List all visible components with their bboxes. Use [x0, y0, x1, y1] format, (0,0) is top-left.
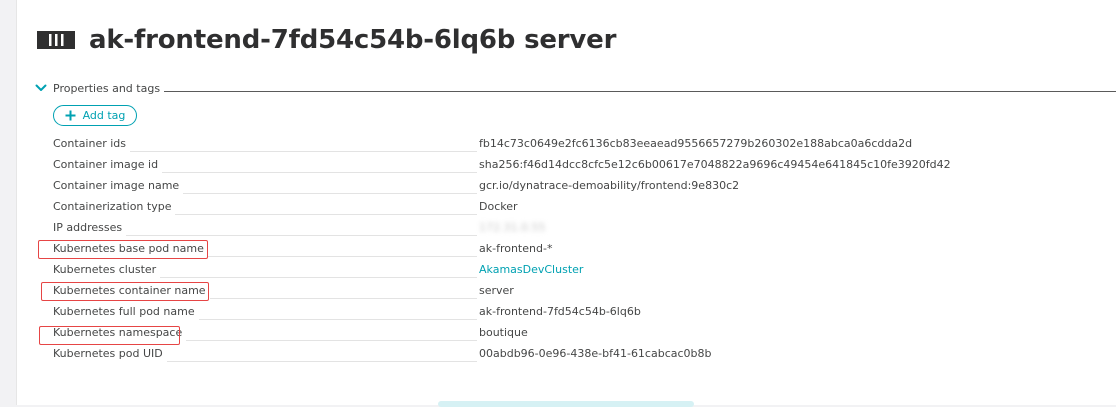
property-row-ip-addresses: IP addresses 172.31.0.55: [53, 218, 1113, 239]
row-divider: [207, 256, 477, 257]
kubernetes-cluster-link[interactable]: AkamasDevCluster: [479, 263, 584, 276]
add-tag-button[interactable]: Add tag: [53, 105, 137, 126]
row-divider: [126, 235, 477, 236]
row-divider: [209, 298, 477, 299]
row-divider: [183, 193, 477, 194]
property-key-cell: Kubernetes container name: [53, 284, 477, 300]
row-divider: [186, 340, 477, 341]
property-key: Kubernetes base pod name: [53, 242, 204, 255]
property-key-cell: Container image name: [53, 179, 477, 195]
property-key: Kubernetes pod UID: [53, 347, 163, 360]
property-value: gcr.io/dynatrace-demoability/frontend:9e…: [479, 179, 740, 192]
property-key-cell: Kubernetes pod UID: [53, 347, 477, 363]
details-card: ak-frontend-7fd54c54b-6lq6b server Prope…: [16, 0, 1116, 405]
property-row-container-image-id: Container image id sha256:f46d14dcc8cfc5…: [53, 155, 1113, 176]
section-title: Properties and tags: [53, 81, 161, 95]
property-key: Kubernetes cluster: [53, 263, 157, 276]
property-row-kubernetes-container-name: Kubernetes container name server: [53, 281, 1113, 302]
property-value: server: [479, 284, 514, 297]
property-value: boutique: [479, 326, 528, 339]
property-value: ak-frontend-7fd54c54b-6lq6b: [479, 305, 641, 318]
property-key-cell: Kubernetes base pod name: [53, 242, 477, 258]
property-value: 00abdb96-0e96-438e-bf41-61cabcac0b8b: [479, 347, 712, 360]
property-key-cell: IP addresses: [53, 221, 477, 237]
row-divider: [162, 172, 477, 173]
server-icon: [37, 31, 75, 49]
row-divider: [160, 277, 477, 278]
property-key: Containerization type: [53, 200, 172, 213]
property-row-kubernetes-pod-uid: Kubernetes pod UID 00abdb96-0e96-438e-bf…: [53, 344, 1113, 365]
chevron-down-icon: [35, 84, 47, 91]
property-row-container-ids: Container ids fb14c73c0649e2fc6136cb83ee…: [53, 134, 1113, 155]
property-value: ak-frontend-*: [479, 242, 553, 255]
section-divider: [164, 90, 1116, 92]
property-key: Container image name: [53, 179, 180, 192]
plus-icon: [65, 110, 76, 121]
properties-section-toggle[interactable]: Properties and tags: [35, 80, 1116, 96]
property-row-kubernetes-namespace: Kubernetes namespace boutique: [53, 323, 1113, 344]
property-key-cell: Containerization type: [53, 200, 477, 216]
row-divider: [175, 214, 477, 215]
property-key-cell: Kubernetes namespace: [53, 326, 477, 342]
property-value: fb14c73c0649e2fc6136cb83eeaead9556657279…: [479, 137, 913, 150]
property-key: IP addresses: [53, 221, 123, 234]
row-divider: [198, 319, 477, 320]
property-value: sha256:f46d14dcc8cfc5e12c6b00617e7048822…: [479, 158, 951, 171]
row-divider: [166, 361, 477, 362]
page-title: ak-frontend-7fd54c54b-6lq6b server: [89, 25, 617, 55]
property-key-cell: Kubernetes cluster: [53, 263, 477, 279]
property-row-containerization-type: Containerization type Docker: [53, 197, 1113, 218]
property-key: Kubernetes full pod name: [53, 305, 195, 318]
row-divider: [130, 151, 477, 152]
property-key: Kubernetes container name: [53, 284, 206, 297]
partial-panel-edge: [438, 401, 694, 407]
property-row-kubernetes-base-pod-name: Kubernetes base pod name ak-frontend-*: [53, 239, 1113, 260]
property-row-kubernetes-cluster: Kubernetes cluster AkamasDevCluster: [53, 260, 1113, 281]
property-row-kubernetes-full-pod-name: Kubernetes full pod name ak-frontend-7fd…: [53, 302, 1113, 323]
property-value-redacted: 172.31.0.55: [479, 221, 546, 234]
property-value: Docker: [479, 200, 518, 213]
page-header: ak-frontend-7fd54c54b-6lq6b server: [37, 22, 616, 58]
property-key-cell: Container ids: [53, 137, 477, 153]
property-key: Container ids: [53, 137, 127, 150]
property-key: Container image id: [53, 158, 159, 171]
property-key: Kubernetes namespace: [53, 326, 183, 339]
property-key-cell: Kubernetes full pod name: [53, 305, 477, 321]
property-row-container-image-name: Container image name gcr.io/dynatrace-de…: [53, 176, 1113, 197]
property-key-cell: Container image id: [53, 158, 477, 174]
add-tag-label: Add tag: [82, 109, 126, 122]
